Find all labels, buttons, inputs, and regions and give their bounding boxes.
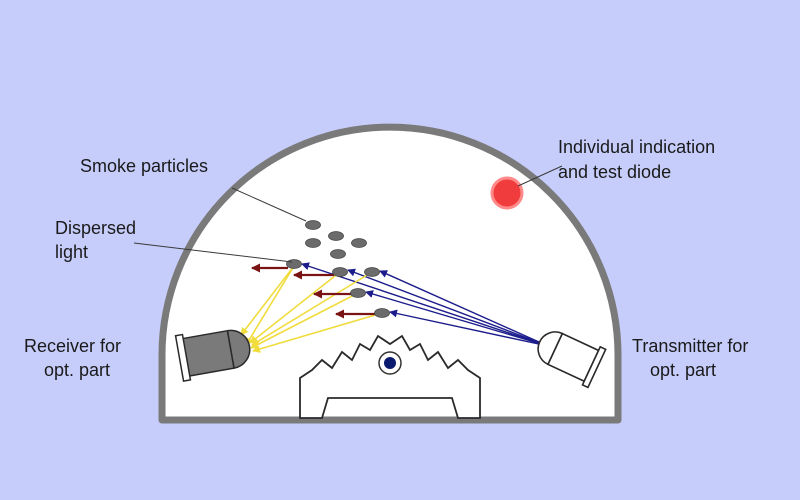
ray-to-particle-3 (379, 270, 549, 347)
smoke-particle (332, 267, 348, 277)
ray-to-particle-4 (365, 290, 549, 347)
smoke-particle (364, 267, 380, 277)
scatter-arrows (251, 263, 376, 319)
label-smoke-particles: Smoke particles (80, 156, 208, 176)
label-dispersed-light-line1: Dispersed (55, 218, 136, 238)
transmitter-icon (537, 331, 607, 389)
dispersed-light-rays (240, 265, 383, 353)
dispersed-ray-1 (240, 265, 295, 336)
label-receiver-line1: Receiver for (24, 336, 121, 356)
smoke-particle (374, 308, 390, 318)
callout-indication-diode (517, 165, 563, 187)
smoke-particle (328, 231, 344, 241)
ray-to-particle-2 (347, 268, 549, 347)
smoke-particle (305, 220, 321, 230)
center-sensor-dot (384, 357, 396, 369)
label-indication-line1: Individual indication (558, 137, 715, 157)
label-dispersed-light-line2: light (55, 242, 88, 262)
dispersed-ray-4 (250, 292, 359, 349)
smoke-particle (330, 249, 346, 259)
smoke-particle (350, 288, 366, 298)
smoke-particle (305, 238, 321, 248)
smoke-particle (286, 259, 302, 269)
dispersed-ray-3 (249, 271, 341, 344)
label-transmitter-line2: opt. part (650, 360, 716, 380)
label-transmitter-line1: Transmitter for (632, 336, 748, 356)
label-receiver-line2: opt. part (44, 360, 110, 380)
dispersed-ray-2 (245, 265, 295, 346)
ray-to-particle-1 (301, 262, 549, 347)
labyrinth-chamber-icon (299, 334, 481, 419)
ray-to-particle-5 (389, 309, 549, 347)
receiver-icon (174, 329, 251, 382)
callout-lines (133, 165, 563, 263)
callout-smoke-particles (231, 187, 307, 222)
callout-dispersed-light (133, 242, 293, 263)
dispersed-ray-5 (251, 271, 373, 346)
transmitted-light-rays (301, 262, 549, 347)
led-diode-icon (490, 176, 524, 210)
smoke-particle (351, 238, 367, 248)
dispersed-ray-6 (252, 312, 383, 353)
label-indication-line2: and test diode (558, 162, 671, 182)
